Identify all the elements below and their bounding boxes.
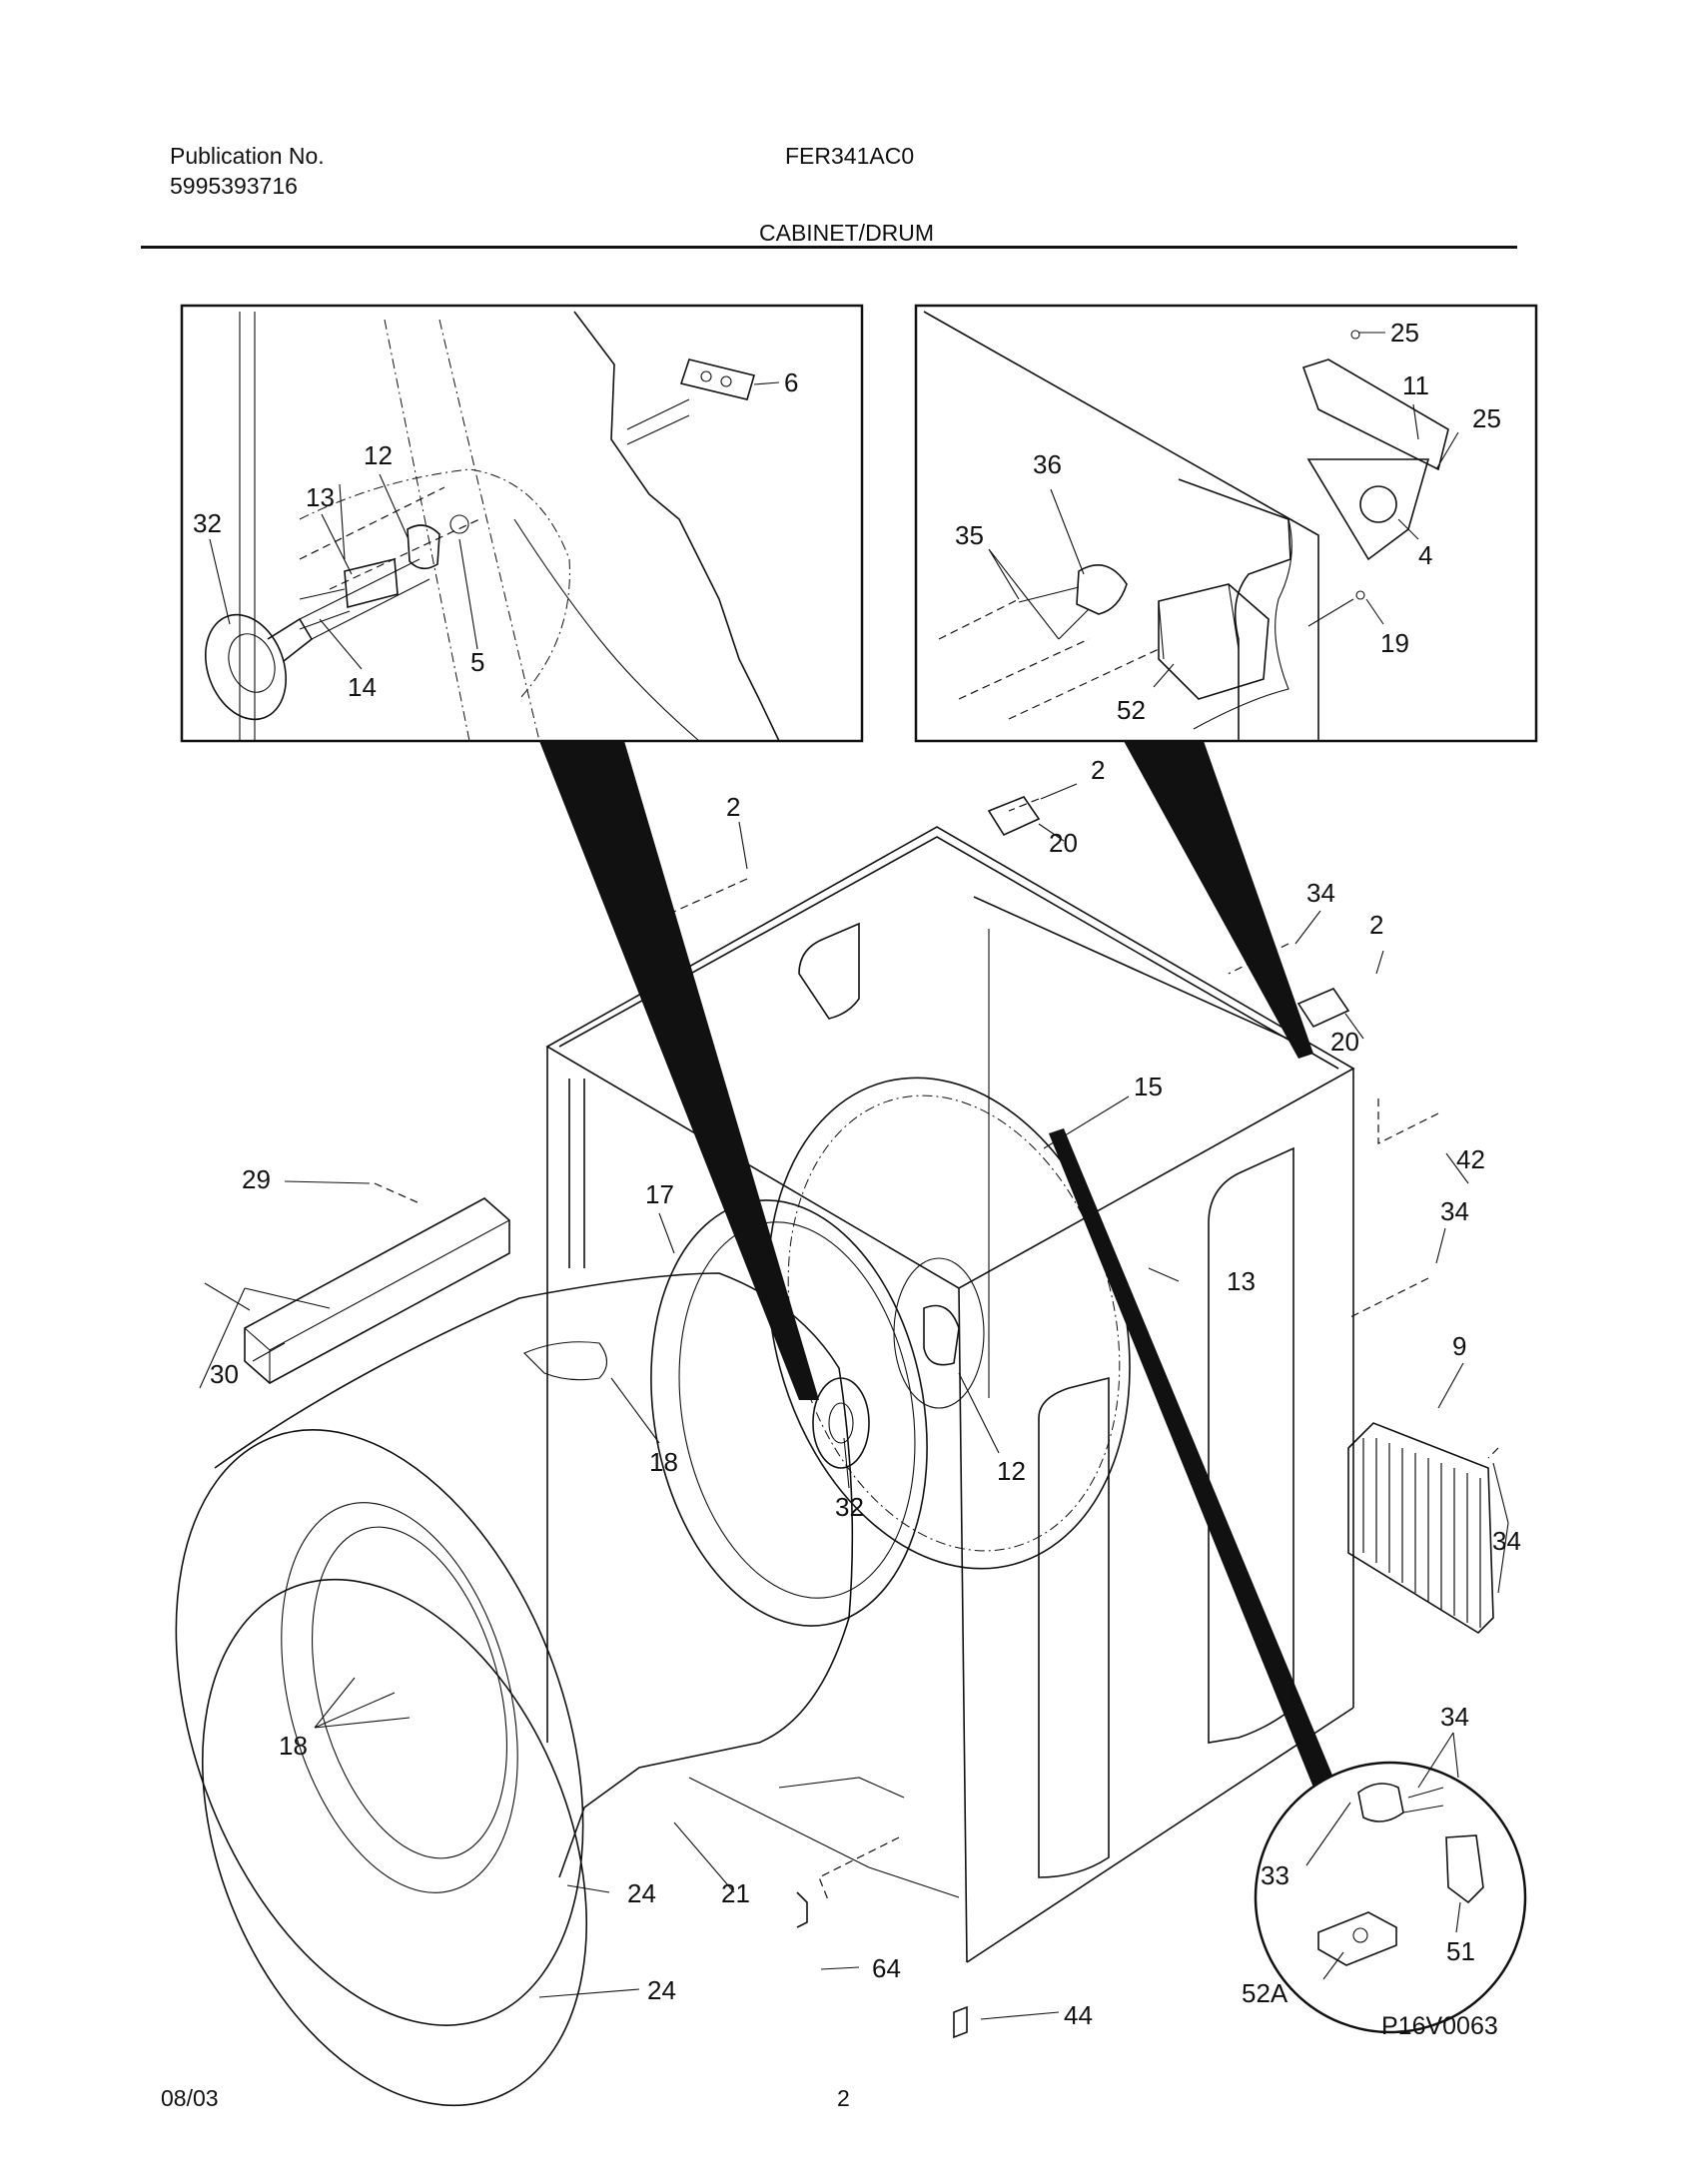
publication-label: Publication No. bbox=[170, 143, 325, 169]
callout-34: 34 bbox=[1440, 1702, 1469, 1732]
callout-20: 20 bbox=[1330, 1027, 1359, 1057]
callout-44: 44 bbox=[1064, 2000, 1093, 2030]
callout-36: 36 bbox=[1033, 449, 1062, 479]
callout-32: 32 bbox=[835, 1492, 864, 1522]
callout-14: 14 bbox=[348, 672, 377, 702]
page-number: 2 bbox=[837, 2085, 850, 2111]
callout-32: 32 bbox=[193, 508, 222, 538]
rear-grille bbox=[1347, 1422, 1494, 1635]
callout-15: 15 bbox=[1134, 1072, 1163, 1101]
callout-42: 42 bbox=[1456, 1144, 1485, 1174]
callout-2: 2 bbox=[726, 792, 740, 822]
callout-17: 17 bbox=[645, 1179, 674, 1209]
callout-34: 34 bbox=[1492, 1526, 1521, 1556]
callout-34: 34 bbox=[1306, 878, 1335, 908]
callout-12: 12 bbox=[997, 1456, 1026, 1486]
detail-box-control-bracket bbox=[914, 304, 1538, 743]
callout-24: 24 bbox=[627, 1878, 656, 1908]
callout-2: 2 bbox=[1091, 755, 1105, 785]
callout-leaders bbox=[199, 332, 1509, 2020]
callout-30: 30 bbox=[210, 1359, 239, 1389]
callout-2: 2 bbox=[1369, 910, 1383, 940]
publication-number: 5995393716 bbox=[170, 173, 298, 199]
callout-35: 35 bbox=[955, 520, 984, 550]
callout-33: 33 bbox=[1261, 1860, 1289, 1890]
zoom-wedge-bottom bbox=[1049, 1128, 1333, 1788]
model-number: FER341AC0 bbox=[785, 143, 915, 169]
callout-34: 34 bbox=[1440, 1196, 1469, 1226]
callout-21: 21 bbox=[721, 1878, 750, 1908]
callout-64: 64 bbox=[872, 1953, 901, 1983]
callout-11: 11 bbox=[1402, 370, 1429, 400]
callout-18: 18 bbox=[279, 1731, 308, 1761]
zoom-wedge-right bbox=[1124, 741, 1313, 1059]
callout-13: 13 bbox=[306, 482, 335, 512]
callout-20: 20 bbox=[1049, 828, 1078, 858]
callout-25: 25 bbox=[1472, 403, 1501, 433]
callout-9: 9 bbox=[1452, 1331, 1466, 1361]
callout-24: 24 bbox=[647, 1975, 676, 2005]
detail-box-front-bearing bbox=[180, 304, 864, 743]
callout-6: 6 bbox=[784, 367, 798, 397]
toe-kick-panel bbox=[244, 1197, 510, 1384]
callout-29: 29 bbox=[242, 1164, 271, 1194]
callout-25: 25 bbox=[1390, 318, 1419, 348]
hardware-leaders bbox=[204, 796, 1499, 2039]
callout-51: 51 bbox=[1446, 1936, 1475, 1966]
drum bbox=[175, 1272, 854, 2026]
drum-seal bbox=[202, 1578, 587, 2107]
callout-52A: 52A bbox=[1242, 1978, 1288, 2008]
zoom-wedge-left bbox=[539, 741, 819, 1400]
callout-18: 18 bbox=[649, 1447, 678, 1477]
callout-52: 52 bbox=[1117, 695, 1146, 725]
callout-13: 13 bbox=[1227, 1266, 1256, 1296]
footer-date: 08/03 bbox=[161, 2085, 219, 2111]
section-title: CABINET/DRUM bbox=[759, 220, 935, 246]
front-bulkhead bbox=[650, 1199, 928, 1627]
detail-circle-thermostat bbox=[1254, 1761, 1527, 2034]
figure-code: P16V0063 bbox=[1381, 2012, 1498, 2040]
callout-5: 5 bbox=[470, 647, 484, 677]
header-rule bbox=[141, 246, 1517, 249]
cabinet-body bbox=[545, 826, 1355, 1963]
callout-19: 19 bbox=[1380, 628, 1409, 658]
callout-4: 4 bbox=[1418, 540, 1432, 570]
callout-12: 12 bbox=[364, 440, 393, 470]
